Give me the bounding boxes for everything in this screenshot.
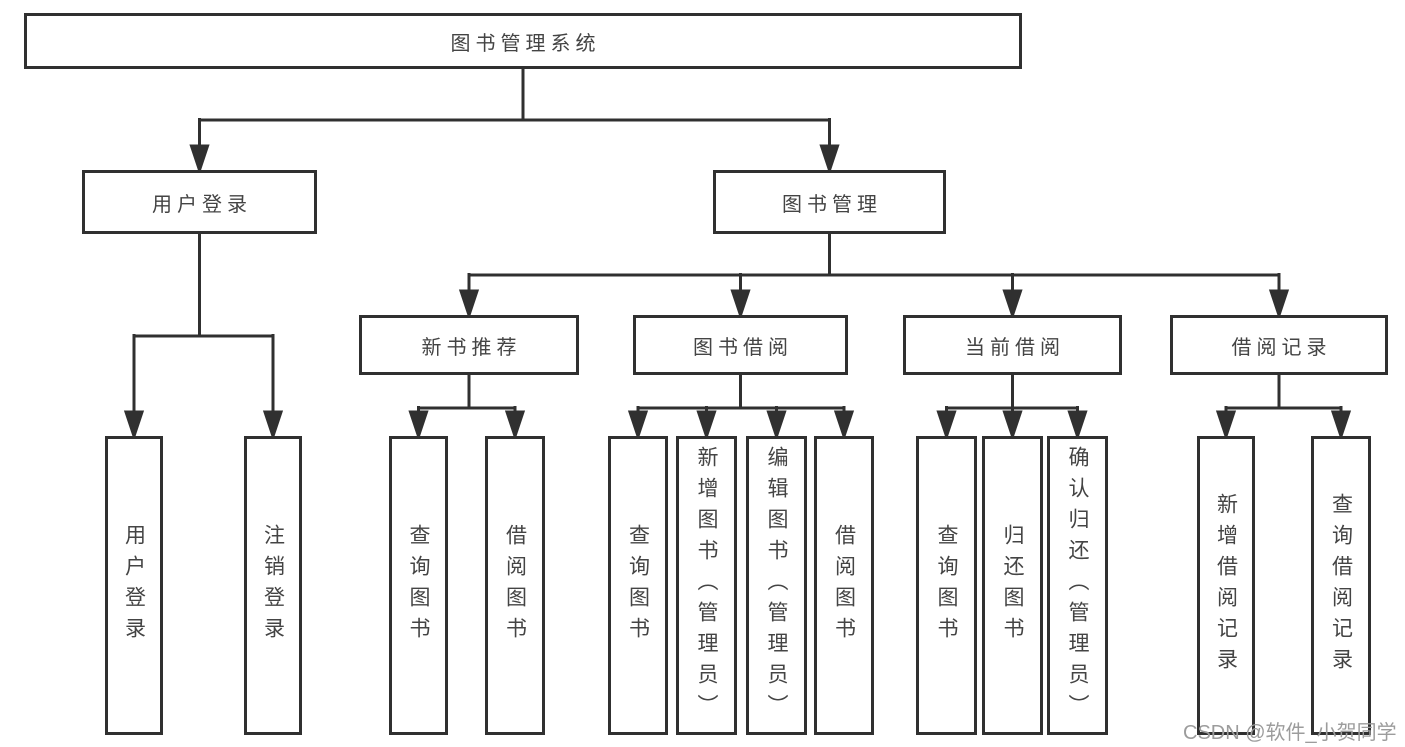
- leaf-add-book-admin: 新增图书（管理员）: [676, 436, 737, 735]
- node-borrow-records: 借阅记录: [1170, 315, 1388, 375]
- leaf-confirm-return-admin: 确认归还（管理员）: [1047, 436, 1108, 735]
- node-label: 图书管理: [782, 193, 882, 216]
- node-label: 查询图书: [407, 523, 430, 648]
- node-book-management: 图书管理: [713, 170, 946, 234]
- node-label: 新增图书（管理员）: [695, 446, 718, 725]
- leaf-add-borrow-record: 新增借阅记录: [1197, 436, 1255, 735]
- node-label: 查询图书: [626, 523, 650, 648]
- node-label: 查询图书: [935, 523, 958, 648]
- node-label: 当前借阅: [965, 336, 1065, 359]
- node-label: 归还图书: [1001, 523, 1024, 648]
- leaf-query-books-borrow: 查询图书: [608, 436, 668, 735]
- leaf-user-login: 用户登录: [105, 436, 163, 735]
- csdn-watermark: CSDN @软件_小贺同学: [1183, 722, 1397, 744]
- leaf-return-book: 归还图书: [982, 436, 1043, 735]
- node-label: 编辑图书（管理员）: [765, 446, 788, 725]
- node-label: 借阅图书: [503, 523, 527, 648]
- node-label: 用户登录: [152, 193, 252, 216]
- node-label: 借阅图书: [832, 523, 856, 648]
- leaf-logout: 注销登录: [244, 436, 302, 735]
- node-new-book-recommend: 新书推荐: [359, 315, 579, 375]
- node-label: 注销登录: [261, 523, 285, 648]
- leaf-query-books-current: 查询图书: [916, 436, 977, 735]
- node-label: 新书推荐: [421, 336, 522, 359]
- node-label: 借阅记录: [1231, 336, 1332, 359]
- leaf-borrow-books-recommend: 借阅图书: [485, 436, 545, 735]
- node-label: 新增借阅记录: [1214, 492, 1238, 679]
- leaf-edit-book-admin: 编辑图书（管理员）: [746, 436, 807, 735]
- node-user-login: 用户登录: [82, 170, 317, 234]
- leaf-borrow-books-borrow: 借阅图书: [814, 436, 874, 735]
- node-label: 确认归还（管理员）: [1066, 446, 1089, 725]
- leaf-query-borrow-record: 查询借阅记录: [1311, 436, 1371, 735]
- node-book-borrow: 图书借阅: [633, 315, 848, 375]
- node-label: 图书管理系统: [450, 32, 601, 55]
- node-label: 图书借阅: [693, 336, 793, 359]
- leaf-query-books-recommend: 查询图书: [389, 436, 448, 735]
- node-root: 图书管理系统: [24, 13, 1022, 69]
- node-current-borrow: 当前借阅: [903, 315, 1122, 375]
- node-label: 查询借阅记录: [1329, 492, 1353, 679]
- node-label: 用户登录: [122, 523, 146, 648]
